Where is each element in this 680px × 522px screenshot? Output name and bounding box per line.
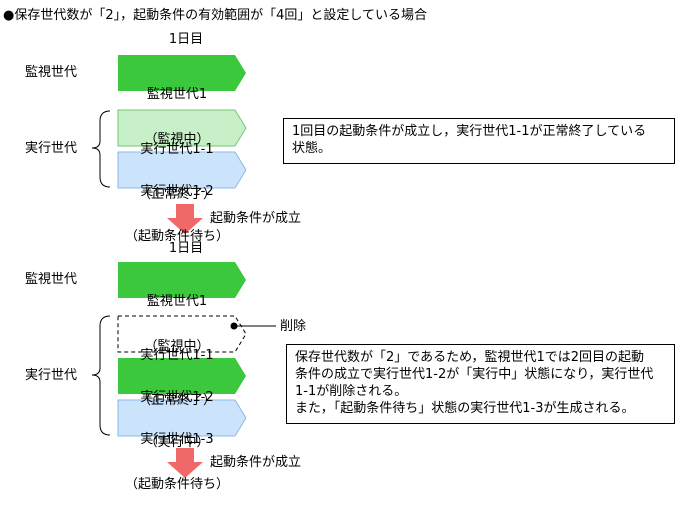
exec-brace-2	[91, 315, 111, 436]
diagram: ●保存世代数が「2」，起動条件の有効範囲が「4回」と設定している場合 1日目 監…	[3, 8, 675, 492]
monitor-generation-1-chevron	[118, 55, 246, 91]
day-label: 1日目	[168, 32, 204, 47]
exec-chevron-text: 実行世代1-2 （起動条件待ち）	[118, 154, 236, 274]
exec-chevron-text: 実行世代1-1 （正常終了）	[118, 112, 236, 232]
monitor-generation-status: （監視中）	[144, 339, 210, 354]
deleted-generation-1-1-chevron	[117, 315, 247, 353]
diagram-shapes	[91, 55, 276, 478]
delete-label: 削除	[280, 319, 307, 334]
note-line: また，「起動条件待ち」状態の実行世代1-3が生成される。	[295, 401, 635, 416]
monitor-row-label: 監視世代	[25, 65, 78, 80]
transition-label: 起動条件が成立	[210, 455, 302, 470]
exec-generation-1-2-chevron	[117, 151, 247, 189]
diagram-title: ●保存世代数が「2」，起動条件の有効範囲が「4回」と設定している場合	[3, 8, 427, 23]
deleted-chevron-text: 実行世代1-1 （正常終了）	[118, 318, 236, 438]
note-box-1: 1回目の起動条件が成立し，実行世代1-1が正常終了している 状態。	[283, 118, 675, 164]
exec-generation-name: 実行世代1-1	[140, 142, 214, 157]
exec-generation-name: 実行世代1-3	[140, 432, 214, 447]
exec-generation-status: （起動条件待ち）	[124, 477, 229, 492]
exec-generation-1-2-chevron	[118, 358, 246, 394]
note-line: 条件の成立で実行世代1-2が「実行中」状態になり，実行世代	[295, 367, 654, 382]
day-label: 1日目	[168, 241, 204, 256]
exec-brace-1	[91, 110, 111, 188]
monitor-row-label: 監視世代	[25, 272, 78, 287]
transition-label: 起動条件が成立	[210, 211, 302, 226]
monitor-generation-name: 監視世代1	[146, 87, 208, 102]
monitor-generation-name: 監視世代1	[146, 294, 208, 309]
exec-generation-1-3-chevron	[117, 399, 247, 437]
exec-row-label: 実行世代	[25, 141, 78, 156]
delete-marker	[230, 322, 238, 330]
exec-generation-1-1-chevron	[117, 109, 247, 147]
exec-generation-status: （起動条件待ち）	[124, 229, 229, 244]
exec-generation-name: 実行世代1-1	[140, 348, 214, 363]
exec-generation-status: （正常終了）	[137, 187, 216, 202]
note-box-2: 保存世代数が「2」であるため，監視世代1では2回目の起動 条件の成立で実行世代1…	[286, 344, 675, 424]
note-line: 1-1が削除される。	[295, 384, 408, 399]
exec-row-label: 実行世代	[25, 368, 78, 383]
note-line: 保存世代数が「2」であるため，監視世代1では2回目の起動	[295, 350, 645, 365]
exec-generation-name: 実行世代1-2	[140, 184, 214, 199]
down-arrow-icon	[167, 204, 203, 234]
monitor-chevron-text: 監視世代1 （監視中）	[118, 264, 236, 384]
note-line: 1回目の起動条件が成立し，実行世代1-1が正常終了している	[292, 124, 647, 139]
monitor-generation-status: （監視中）	[144, 132, 210, 147]
monitor-generation-1-chevron	[118, 262, 246, 298]
exec-generation-status: （正常終了）	[137, 393, 216, 408]
note-line: 状態。	[292, 141, 332, 156]
monitor-chevron-text: 監視世代1 （監視中）	[118, 57, 236, 177]
exec-generation-status: （実行中）	[144, 435, 210, 450]
down-arrow-icon	[167, 448, 203, 478]
exec-generation-name: 実行世代1-2	[140, 390, 214, 405]
exec-chevron-text: 実行世代1-2 （実行中）	[118, 360, 236, 480]
